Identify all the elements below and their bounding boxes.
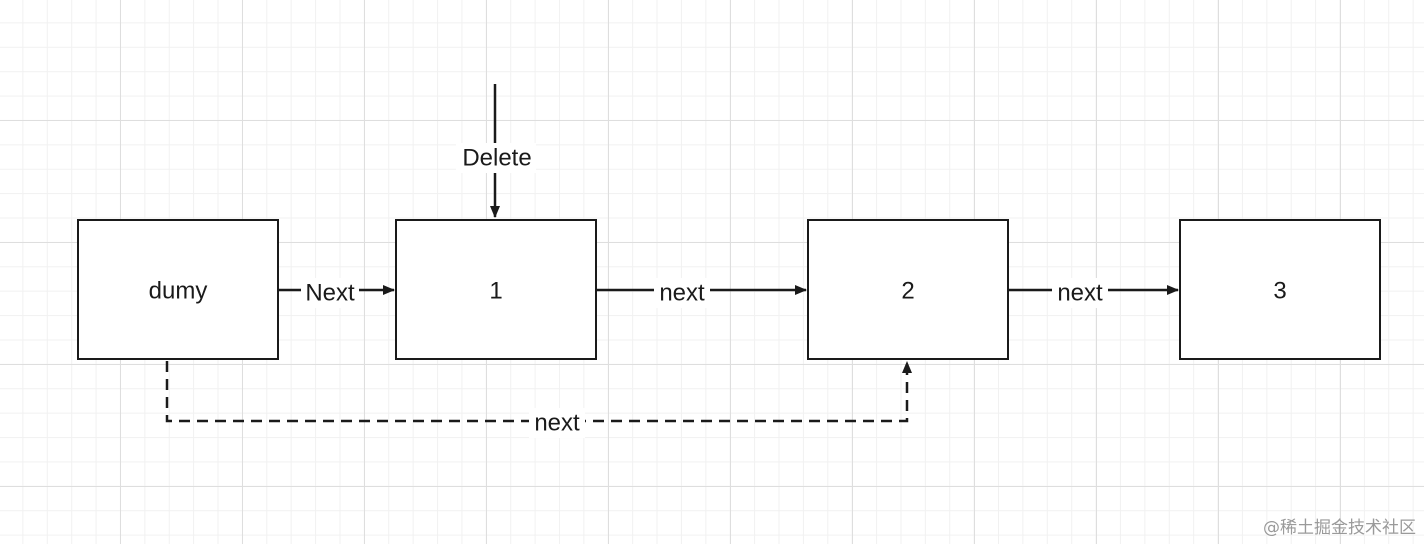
node-2-label: 2 [901,278,914,305]
edge-1-to-2-label-bg [654,278,710,308]
edge-2-to-3-label: next [1057,280,1103,307]
node-3-label: 3 [1273,278,1286,305]
node-dumy-box [77,219,279,360]
edge-1-to-2-label: next [659,280,705,307]
edge-dumy-to-1-label-bg [301,278,359,308]
edge-2-to-3-label-bg [1052,278,1108,308]
edge-dumy-to-1-label: Next [305,280,355,307]
node-1: 1 [395,219,597,360]
watermark: @稀土掘金技术社区 [1263,518,1416,538]
node-dumy: dumy [77,219,279,360]
node-3: 3 [1179,219,1381,360]
delete-label: Delete [462,145,531,172]
node-1-box [395,219,597,360]
node-3-box [1179,219,1381,360]
node-2: 2 [807,219,1009,360]
delete-label-bg [456,143,536,173]
edge-dumy-to-2-label-bg [529,408,585,438]
node-2-box [807,219,1009,360]
node-dumy-label: dumy [149,278,208,305]
edge-dumy-to-2-dashed [165,361,912,423]
node-1-label: 1 [489,278,502,305]
edge-dumy-to-2-label: next [534,410,580,437]
